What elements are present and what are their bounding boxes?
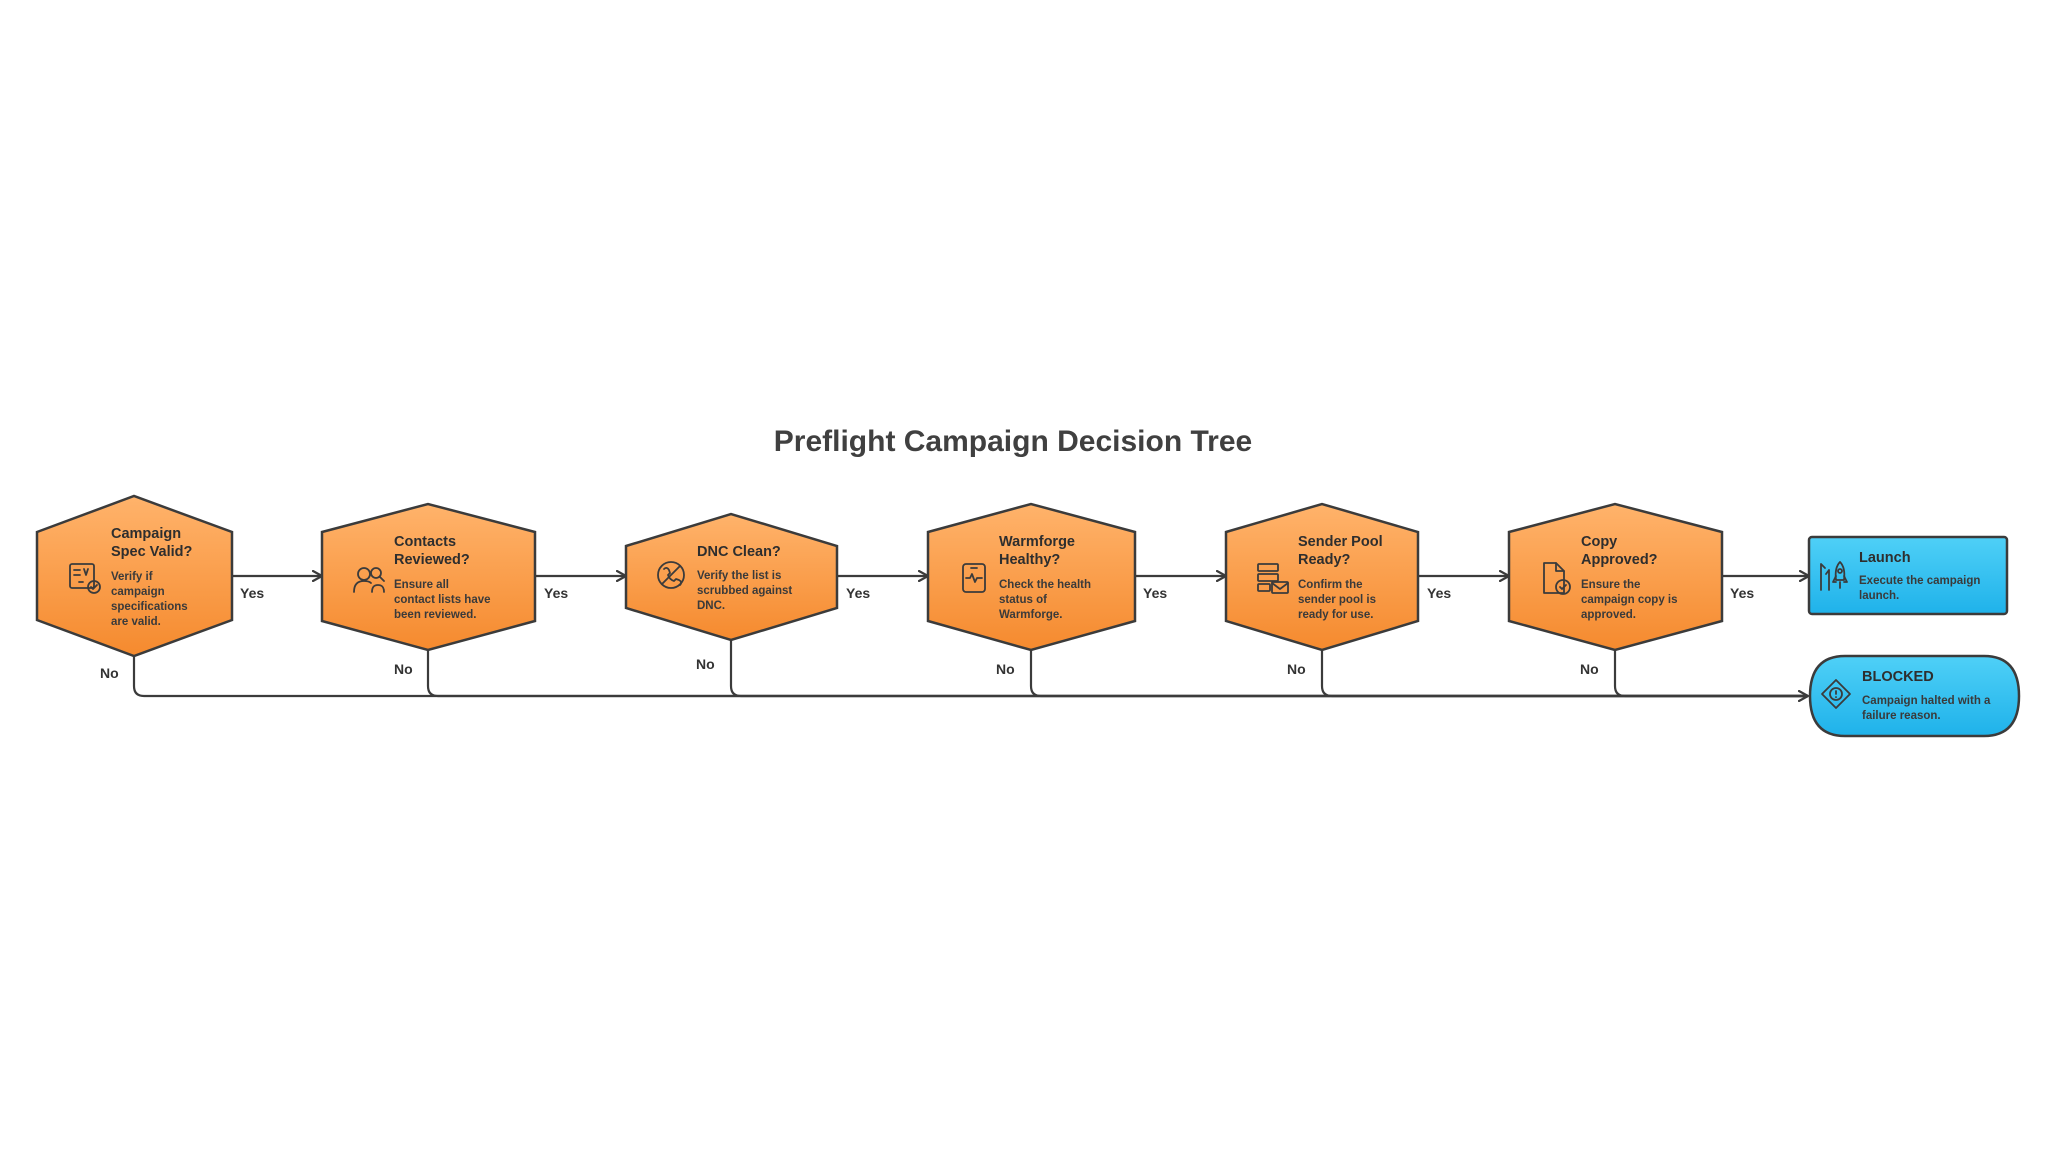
- decision-description: sender pool is: [1298, 594, 1376, 606]
- diagram-title: Preflight Campaign Decision Tree: [774, 425, 1252, 458]
- launch-node[interactable]: Launch Execute the campaign launch.: [1807, 535, 2009, 616]
- decision-heading: Approved?: [1581, 552, 1658, 568]
- launch-description: Execute the campaign: [1859, 575, 1980, 587]
- decision-description: are valid.: [111, 616, 161, 628]
- spec-check-icon: [69, 563, 101, 594]
- launch-description: launch.: [1859, 590, 1899, 602]
- yes-label: Yes: [1730, 585, 1754, 601]
- decision-description: contact lists have: [394, 594, 491, 606]
- decision-heading: Copy: [1581, 534, 1617, 550]
- yes-label: Yes: [1143, 585, 1167, 601]
- decision-heading: Warmforge: [999, 534, 1075, 550]
- connectors: [132, 576, 1809, 698]
- warning-diamond-icon: [1821, 679, 1851, 709]
- decision-description: Verify the list is: [697, 570, 781, 582]
- blocked-node[interactable]: BLOCKED Campaign halted with a failure re…: [1808, 654, 2021, 738]
- document-check-icon: [1543, 562, 1571, 595]
- decision-heading: Spec Valid?: [111, 544, 193, 560]
- no-label: No: [696, 656, 715, 672]
- no-label: No: [1287, 661, 1306, 677]
- decision-description: Warmforge.: [999, 609, 1062, 621]
- blocked-description: Campaign halted with a: [1862, 695, 1991, 707]
- decision-heading: Sender Pool: [1298, 534, 1383, 550]
- decision-description: Verify if: [111, 571, 153, 583]
- no-label: No: [100, 665, 119, 681]
- decision-description: scrubbed against: [697, 585, 792, 597]
- no-label: No: [1580, 661, 1599, 677]
- decision-description: Check the health: [999, 579, 1091, 591]
- no-connector: [132, 656, 1808, 696]
- no-label: No: [394, 661, 413, 677]
- decision-heading: Campaign: [111, 526, 181, 542]
- yes-label: Yes: [1427, 585, 1451, 601]
- decision-description: specifications: [111, 601, 188, 613]
- no-connector: [426, 650, 1808, 698]
- no-connector: [1029, 650, 1808, 698]
- decision-description: campaign: [111, 586, 165, 598]
- decision-description: status of: [999, 594, 1047, 606]
- decision-description: been reviewed.: [394, 609, 476, 621]
- no-call-icon: [657, 561, 685, 589]
- launch-heading: Launch: [1859, 550, 1911, 566]
- decision-description: Ensure all: [394, 579, 449, 591]
- no-connector: [1320, 650, 1808, 698]
- blocked-heading: BLOCKED: [1862, 669, 1934, 685]
- decision-description: campaign copy is: [1581, 594, 1678, 606]
- server-mail-icon: [1257, 563, 1289, 594]
- rocket-icon: [1820, 561, 1848, 591]
- decision-description: Confirm the: [1298, 579, 1363, 591]
- decision-description: ready for use.: [1298, 609, 1373, 621]
- yes-label: Yes: [846, 585, 870, 601]
- svg-text:DNC Clean?: DNC Clean?: [697, 544, 781, 560]
- decision-heading: Reviewed?: [394, 552, 470, 568]
- no-label: No: [996, 661, 1015, 677]
- no-connector: [1613, 650, 1808, 698]
- yes-label: Yes: [240, 585, 264, 601]
- user-search-icon: [353, 567, 385, 593]
- decision-description: DNC.: [697, 600, 725, 612]
- blocked-description: failure reason.: [1862, 710, 1941, 722]
- decision-description: approved.: [1581, 609, 1636, 621]
- no-connector: [729, 640, 1808, 698]
- decision-heading: DNC Clean?: [697, 544, 781, 560]
- decision-description: Ensure the: [1581, 579, 1640, 591]
- yes-label: Yes: [544, 585, 568, 601]
- decision-heading: Contacts: [394, 534, 456, 550]
- decision-node[interactable]: DNC Clean? Verify the list is scrubbed ag…: [624, 512, 839, 642]
- decision-heading: Ready?: [1298, 552, 1351, 568]
- health-monitor-icon: [962, 563, 986, 593]
- decision-heading: Healthy?: [999, 552, 1060, 568]
